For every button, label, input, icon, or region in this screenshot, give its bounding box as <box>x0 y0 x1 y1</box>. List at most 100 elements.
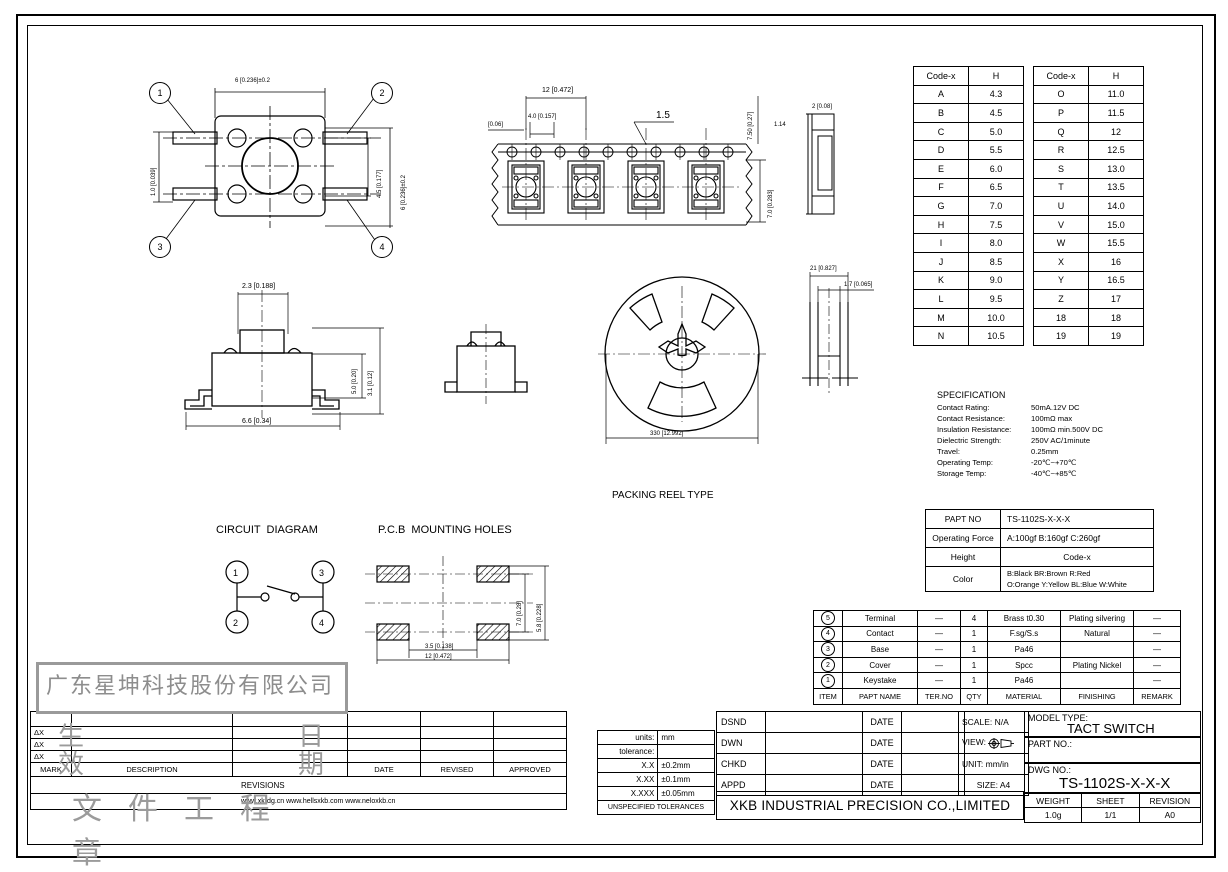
packing-reel-label: PACKING REEL TYPE <box>612 490 714 501</box>
top-view-drawing: 1 2 3 4 6 [0.236]±0.2 6 [0.236]±0.2 4.5 … <box>125 68 425 278</box>
stamp-company-name: 广东星坤科技股份有限公司 <box>46 674 335 699</box>
role-label: DSND <box>716 711 766 733</box>
table-cell: 10.0 <box>968 307 1024 328</box>
table-header-row: WEIGHT SHEET REVISION <box>1023 793 1202 808</box>
revision-block: ΔX ΔX ΔX MARK DESCRIPTION DATE REVISED A… <box>30 711 598 831</box>
table-cell: 16.5 <box>1088 270 1144 291</box>
date-value <box>901 753 965 775</box>
specification-block: SPECIFICATION Contact Rating:50mA.12V DC… <box>937 390 1167 479</box>
website-list: www.xk-dg.cn www.hellsxkb.com www.neloxk… <box>30 793 567 810</box>
bom-qty: 1 <box>960 641 988 658</box>
spec-label: Operating Temp: <box>937 458 993 468</box>
role-name <box>765 753 863 775</box>
spec-value: -20℃~+70℃ <box>1031 458 1077 468</box>
title-block: DSND DATE DWN DATE CHKD DATE APPD DATE <box>716 711 1202 831</box>
dwg-no-cell: DWG NO.: TS-1102S-X-X-X <box>1024 763 1201 793</box>
top-view-dim-tab: 1.0 [0.039] <box>151 167 157 196</box>
item-circle: 3 <box>821 642 835 657</box>
table-cell: P <box>1033 103 1089 123</box>
table-cell: 18 <box>1033 307 1089 328</box>
bom-qty: 4 <box>960 610 988 627</box>
bom-terno: — <box>917 625 961 643</box>
table-cell: O <box>1033 84 1089 105</box>
table-header-row: MARK DESCRIPTION DATE REVISED APPROVED <box>30 762 567 777</box>
bom-qty: 1 <box>960 625 988 643</box>
spec-value: 250V AC/1minute <box>1031 436 1091 446</box>
table-row: DWN DATE <box>716 732 965 754</box>
svg-text:3.5 [0.138]: 3.5 [0.138] <box>425 644 454 650</box>
part-number-table: PAPT NO TS-1102S-X-X-X Operating Force A… <box>925 509 1154 592</box>
bom-name: Cover <box>842 656 918 674</box>
spec-value: -40℃~+85℃ <box>1031 469 1077 479</box>
svg-text:5.0 [0.20]: 5.0 [0.20] <box>352 369 358 394</box>
spec-value: 50mA.12V DC <box>1031 403 1080 413</box>
table-row: 2 Cover — 1 Spcc Plating Nickel — <box>813 656 1181 674</box>
dwg-no-value: TS-1102S-X-X-X <box>1059 775 1171 792</box>
date-value <box>901 711 965 733</box>
svg-text:12 [0.472]: 12 [0.472] <box>425 654 452 660</box>
svg-text:1.5: 1.5 <box>656 110 670 121</box>
sheet-info-table: SCALE: N/A VIEW: UNIT: mm/in SIZE: A4 <box>958 711 1029 796</box>
company-name: XKB INDUSTRIAL PRECISION CO.,LIMITED <box>716 791 1024 820</box>
role-label: DWN <box>716 732 766 754</box>
code-table-right-header-h: H <box>1088 66 1144 86</box>
size-label: SIZE: A4 <box>958 774 1029 796</box>
svg-text:7.0 [0.28]: 7.0 [0.28] <box>517 601 523 626</box>
bom-remark: — <box>1133 641 1181 658</box>
top-view-dim-inner: 4.5 [0.177] <box>377 169 383 198</box>
units-value: mm <box>657 730 715 745</box>
sheet-border-inner <box>27 25 1203 845</box>
tolerance-table: units: mm tolerance: X.X ±0.2mm X.XX ±0.… <box>596 730 715 815</box>
table-cell: 13.5 <box>1088 177 1144 198</box>
table-row: X.XXX ±0.05mm <box>596 786 715 801</box>
first-angle-projection-icon <box>988 737 1015 749</box>
table-cell: V <box>1033 214 1089 235</box>
weight-sheet-revision-table: WEIGHT SHEET REVISION 1.0g 1/1 A0 <box>1023 793 1202 823</box>
table-cell: 12 <box>1088 121 1144 142</box>
stamp-border <box>36 662 348 714</box>
bom-remark: — <box>1133 672 1181 689</box>
table-row: 3 Base — 1 Pa46 — <box>813 641 1181 658</box>
stamp-seal-text: 文件工程章 <box>72 792 296 871</box>
bom-material: Brass t0.30 <box>987 610 1061 627</box>
bom-terno: — <box>917 641 961 658</box>
bom-qty: 1 <box>960 672 988 689</box>
callout-3: 3 <box>149 236 171 258</box>
table-cell: Z <box>1033 289 1089 309</box>
table-cell: 6.5 <box>968 177 1024 198</box>
table-row: 1 Keystake — 1 Pa46 — <box>813 672 1181 689</box>
part-row-label: Operating Force <box>925 528 1001 548</box>
table-cell: 15.0 <box>1088 214 1144 235</box>
circuit-diagram: 1 2 3 4 <box>215 550 355 640</box>
table-cell: A <box>913 84 969 105</box>
sheet-label: SHEET <box>1081 793 1140 808</box>
svg-text:4.0 [0.157]: 4.0 [0.157] <box>528 114 557 120</box>
table-header-row: ITEM PAPT NAME TER.NO QTY MATERIAL FINIS… <box>813 687 1181 705</box>
date-label: DATE <box>862 753 902 775</box>
table-cell: H <box>913 214 969 235</box>
role-name <box>765 732 863 754</box>
spec-label: Insulation Resistance: <box>937 425 1012 435</box>
revision-label: REVISION <box>1138 793 1202 808</box>
svg-text:330 [12.992]: 330 [12.992] <box>650 431 684 437</box>
table-row: CHKD DATE <box>716 753 965 775</box>
stamp-date-2: 期 <box>298 750 325 780</box>
table-cell: W <box>1033 233 1089 253</box>
sheet-value: 1/1 <box>1081 807 1140 823</box>
bom-material: F.sg/S.s <box>987 625 1061 643</box>
front-view-drawing: 2.3 [0.188] 6.6 [0.34] 3.1 [0.12] 5.0 [0… <box>180 278 430 438</box>
table-cell: L <box>913 289 969 309</box>
table-row: ΔX <box>30 726 567 739</box>
table-cell: D <box>913 140 969 160</box>
table-cell: 13.0 <box>1088 158 1144 179</box>
svg-text:1.14: 1.14 <box>774 122 786 128</box>
bom-header-remark: REMARK <box>1133 687 1181 705</box>
code-table-left-header-h: H <box>968 66 1024 86</box>
circuit-diagram-label: CIRCUIT DIAGRAM <box>216 524 318 536</box>
code-table-left-header-code: Code-x <box>913 66 969 86</box>
svg-text:7.0 [0.283]: 7.0 [0.283] <box>768 189 774 218</box>
table-row: APPD DATE <box>716 774 965 796</box>
pcb-mounting-holes: 3.5 [0.138] 12 [0.472] 7.0 [0.28] 5.8 [0… <box>355 550 555 665</box>
